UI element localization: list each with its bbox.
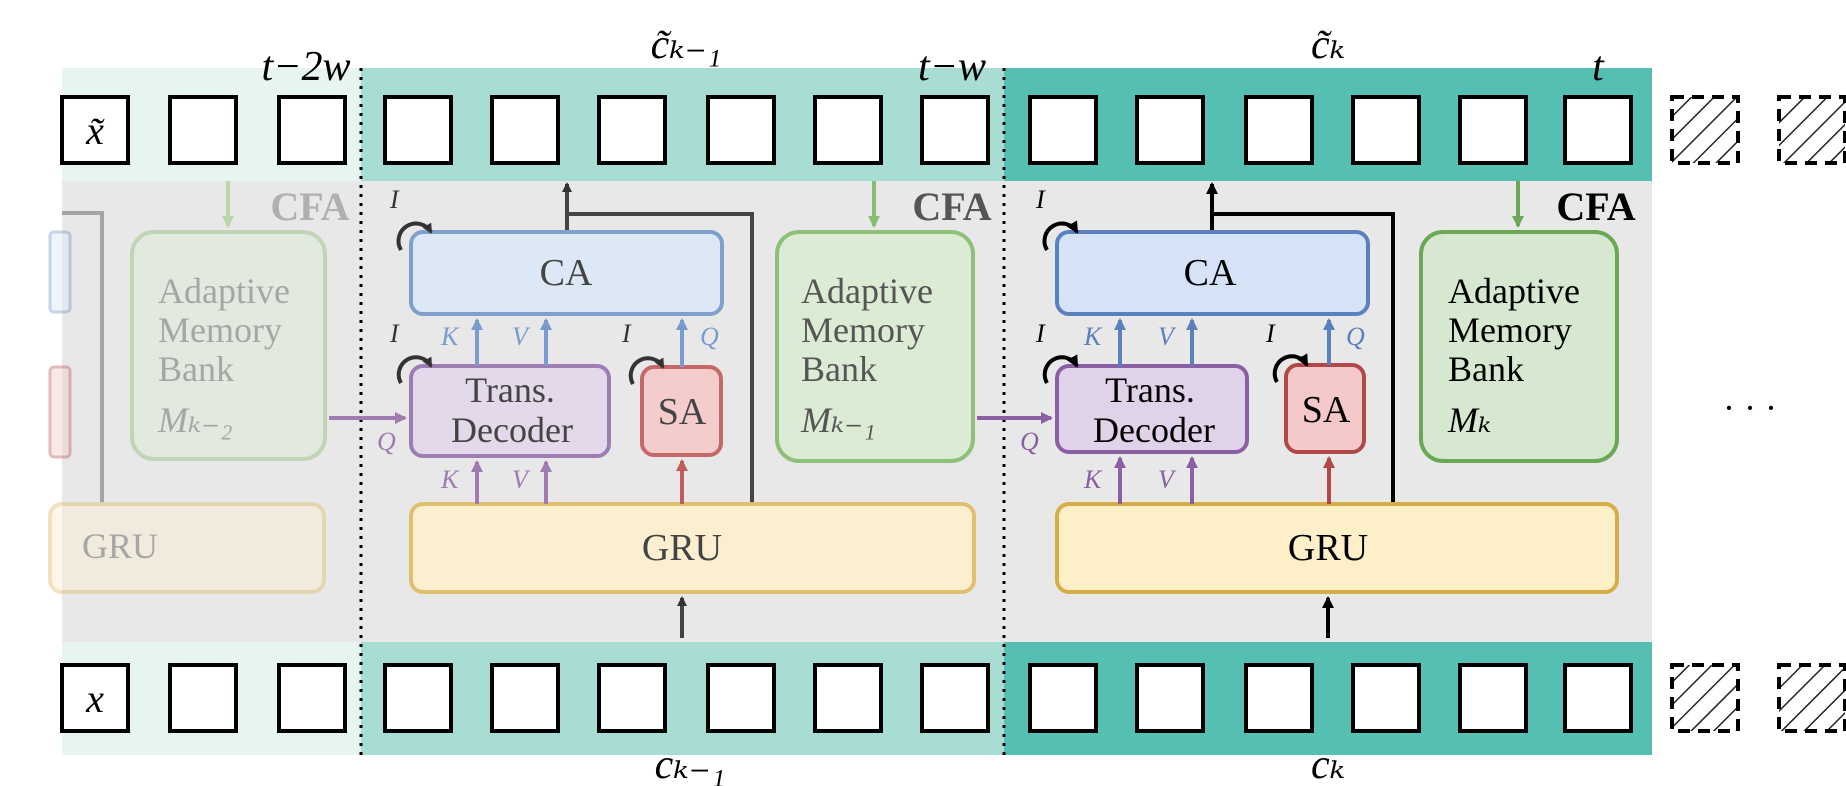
- svg-text:Mₖ₋₂: Mₖ₋₂: [157, 400, 233, 440]
- memory-bank-text-faded: Adaptive Memory Bank Mₖ₋₂: [157, 271, 290, 440]
- top-token-squares: [60, 95, 1633, 165]
- gru-label-faded: GRU: [82, 526, 158, 566]
- chunk-label-c-tilde-k: c̃ₖ: [1311, 22, 1345, 68]
- sa-block-k: [1284, 363, 1366, 454]
- svg-text:Bank: Bank: [1448, 349, 1524, 389]
- svg-text:Adaptive: Adaptive: [1448, 271, 1580, 311]
- svg-text:K: K: [440, 322, 460, 351]
- chunk-k-minus-1: [329, 181, 976, 638]
- memory-bank-block-k-minus-2: [130, 230, 327, 461]
- svg-text:K: K: [440, 465, 460, 494]
- arrow-labels-k: I I I K V Q K V Q: [1020, 185, 1365, 494]
- svg-text:I: I: [389, 319, 400, 348]
- svg-text:Adaptive: Adaptive: [158, 271, 290, 311]
- bottom-token-squares: [60, 663, 1633, 733]
- cfa-label-k: CFA: [1556, 184, 1635, 229]
- svg-text:Memory: Memory: [1448, 310, 1572, 350]
- svg-text:V: V: [1158, 465, 1177, 494]
- gru-label-k: GRU: [1288, 527, 1368, 569]
- svg-text:I: I: [1035, 319, 1046, 348]
- svg-text:I: I: [1265, 319, 1276, 348]
- chunk-k: [977, 181, 1619, 638]
- svg-text:Q: Q: [1020, 427, 1039, 456]
- svg-text:Q: Q: [377, 427, 396, 456]
- gru-label-k-minus-1: GRU: [642, 527, 722, 569]
- svg-text:Mₖ: Mₖ: [1447, 400, 1491, 440]
- svg-text:V: V: [512, 322, 531, 351]
- memory-bank-text-k: Adaptive Memory Bank Mₖ: [1447, 271, 1580, 440]
- arrow-labels-k-minus-1: I I I K V Q K V Q: [377, 185, 719, 494]
- svg-text:K: K: [1083, 322, 1103, 351]
- decoder-block-k-minus-1: [409, 364, 611, 458]
- svg-text:Mₖ₋₁: Mₖ₋₁: [800, 400, 876, 440]
- time-label-t: t: [1592, 44, 1605, 90]
- decoder-label-k-minus-1-line2: Decoder: [451, 410, 573, 450]
- ca-label-k: CA: [1184, 252, 1237, 294]
- cfa-label-k-minus-1: CFA: [912, 184, 991, 229]
- decoder-label-k-line1: Trans.: [1105, 370, 1195, 410]
- svg-text:Memory: Memory: [158, 310, 282, 350]
- gru-block-faded: [48, 502, 326, 594]
- decoder-block-k: [1055, 364, 1249, 454]
- decoder-label-k-line2: Decoder: [1093, 410, 1215, 450]
- svg-text:Q: Q: [700, 322, 719, 351]
- gru-block-k-minus-1: [409, 502, 976, 594]
- chunk-label-c-k: cₖ: [1311, 742, 1345, 786]
- svg-text:Memory: Memory: [801, 310, 925, 350]
- memory-bank-block-k: [1419, 230, 1619, 463]
- svg-text:Bank: Bank: [158, 349, 234, 389]
- svg-text:K: K: [1083, 465, 1103, 494]
- svg-text:I: I: [621, 319, 632, 348]
- chunk-separators: [359, 68, 1006, 755]
- memory-bank-block-k-minus-1: [775, 230, 975, 463]
- sa-label-k-minus-1: SA: [658, 391, 707, 433]
- top-sequence-band: [62, 68, 1652, 181]
- gru-block-k: [1055, 502, 1619, 594]
- bottom-sequence-band: [62, 642, 1652, 755]
- memory-bank-text-k-minus-1: Adaptive Memory Bank Mₖ₋₁: [800, 271, 933, 440]
- x-label: x: [85, 676, 104, 721]
- chunk-label-c-tilde-k-minus-1: c̃ₖ₋₁: [651, 22, 722, 68]
- cfa-label-faded: CFA: [270, 184, 349, 229]
- time-label-t-minus-2w: t−2w: [261, 44, 350, 90]
- svg-text:Q: Q: [1346, 322, 1365, 351]
- chunk-label-c-k-minus-1: cₖ₋₁: [655, 742, 726, 786]
- ca-block-k: [1055, 230, 1370, 316]
- svg-text:V: V: [1158, 322, 1177, 351]
- future-token-squares: [1670, 95, 1846, 733]
- ca-label-k-minus-1: CA: [540, 252, 593, 294]
- svg-text:I: I: [1035, 185, 1046, 214]
- svg-text:Adaptive: Adaptive: [801, 271, 933, 311]
- ca-block-k-minus-1: [409, 230, 724, 316]
- svg-text:Bank: Bank: [801, 349, 877, 389]
- svg-text:I: I: [389, 185, 400, 214]
- time-label-t-minus-w: t−w: [918, 44, 986, 90]
- decoder-label-k-minus-1-line1: Trans.: [465, 370, 555, 410]
- x-tilde-label: x̃: [85, 108, 105, 153]
- svg-text:V: V: [512, 465, 531, 494]
- sa-label-k: SA: [1302, 389, 1351, 431]
- faded-chunk: [48, 211, 327, 594]
- ellipsis: · · ·: [1723, 388, 1777, 428]
